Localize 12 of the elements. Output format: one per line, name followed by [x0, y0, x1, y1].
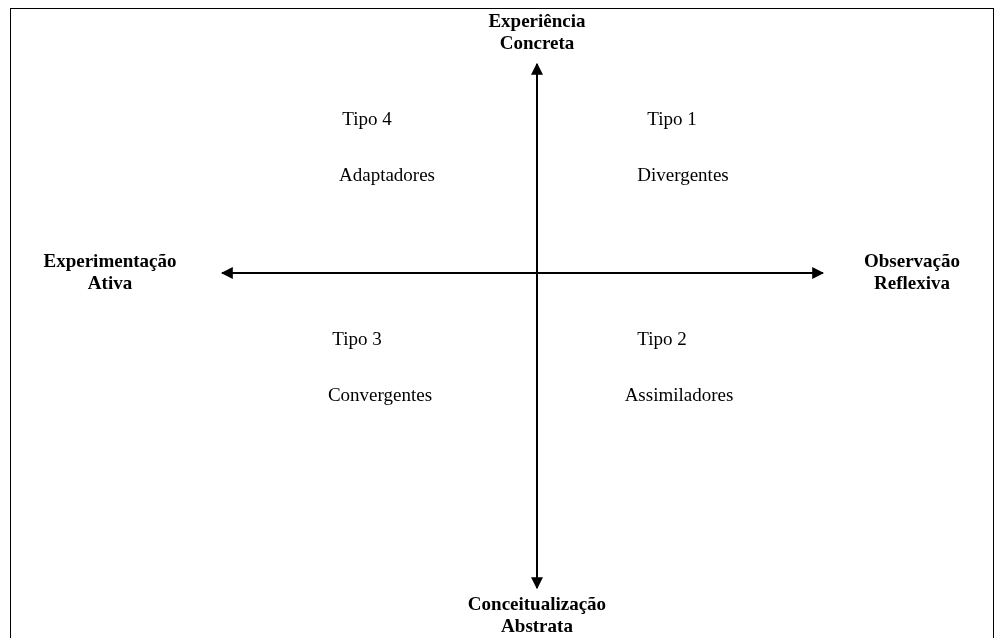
learning-style-label: Assimiladores: [624, 384, 734, 406]
learning-style-label: Divergentes: [637, 164, 729, 186]
quadrant-type-label: Tipo 2: [637, 328, 687, 350]
learning-style-label: Convergentes: [327, 384, 433, 406]
learning-style-label: Adaptadores: [339, 164, 435, 186]
axis-label: Experiência Concreta: [487, 10, 587, 54]
quadrant-type-label: Tipo 4: [342, 108, 392, 130]
axis-label: Conceitualização Abstrata: [466, 593, 608, 637]
axis-label: Observação Reflexiva: [862, 250, 961, 294]
quadrant-type-label: Tipo 1: [647, 108, 697, 130]
quadrant-type-label: Tipo 3: [332, 328, 382, 350]
axis-label: Experimentação Ativa: [42, 250, 178, 294]
